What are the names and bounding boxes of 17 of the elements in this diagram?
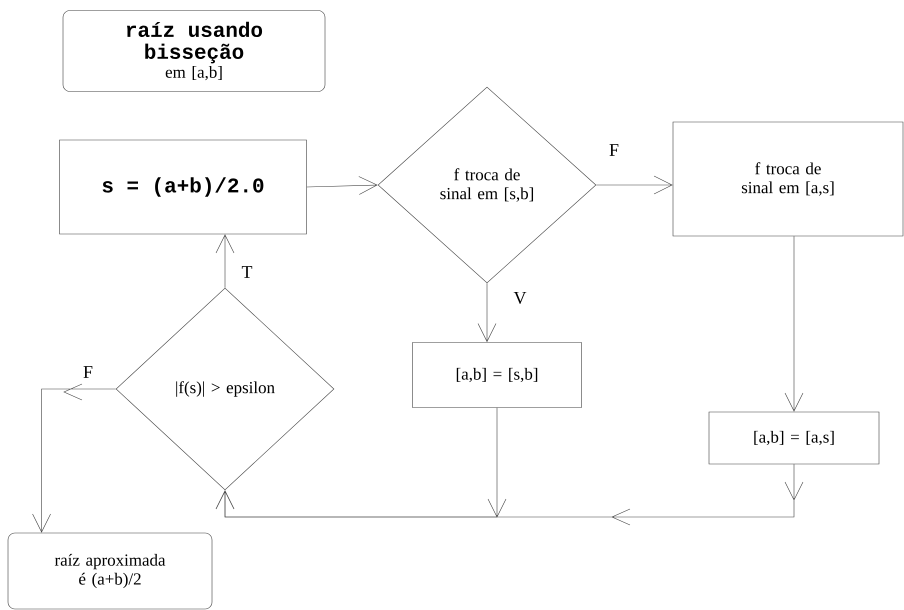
arrow [216, 234, 234, 288]
arrow [784, 236, 804, 412]
edge-label: V [512, 291, 528, 305]
arrow [32, 384, 116, 533]
arrow [216, 464, 804, 526]
edge-label: T [240, 265, 254, 279]
process-box: [a,b] = [a,s] [708, 412, 880, 464]
edge-label: F [608, 143, 620, 157]
start-box: raíz usando bisseção em [a,b] [62, 10, 326, 92]
arrow [478, 283, 496, 342]
process-box: [a,b] = [s,b] [412, 342, 582, 408]
end-box: raíz aproximada é (a+b)/2 [8, 532, 212, 610]
edge-label: F [82, 365, 94, 379]
process-box: f troca de sinal em [a,s] [672, 122, 904, 236]
arrow [596, 176, 673, 194]
arrow [306, 176, 378, 195]
process-box: s = (a+b)/2.0 [59, 140, 307, 234]
